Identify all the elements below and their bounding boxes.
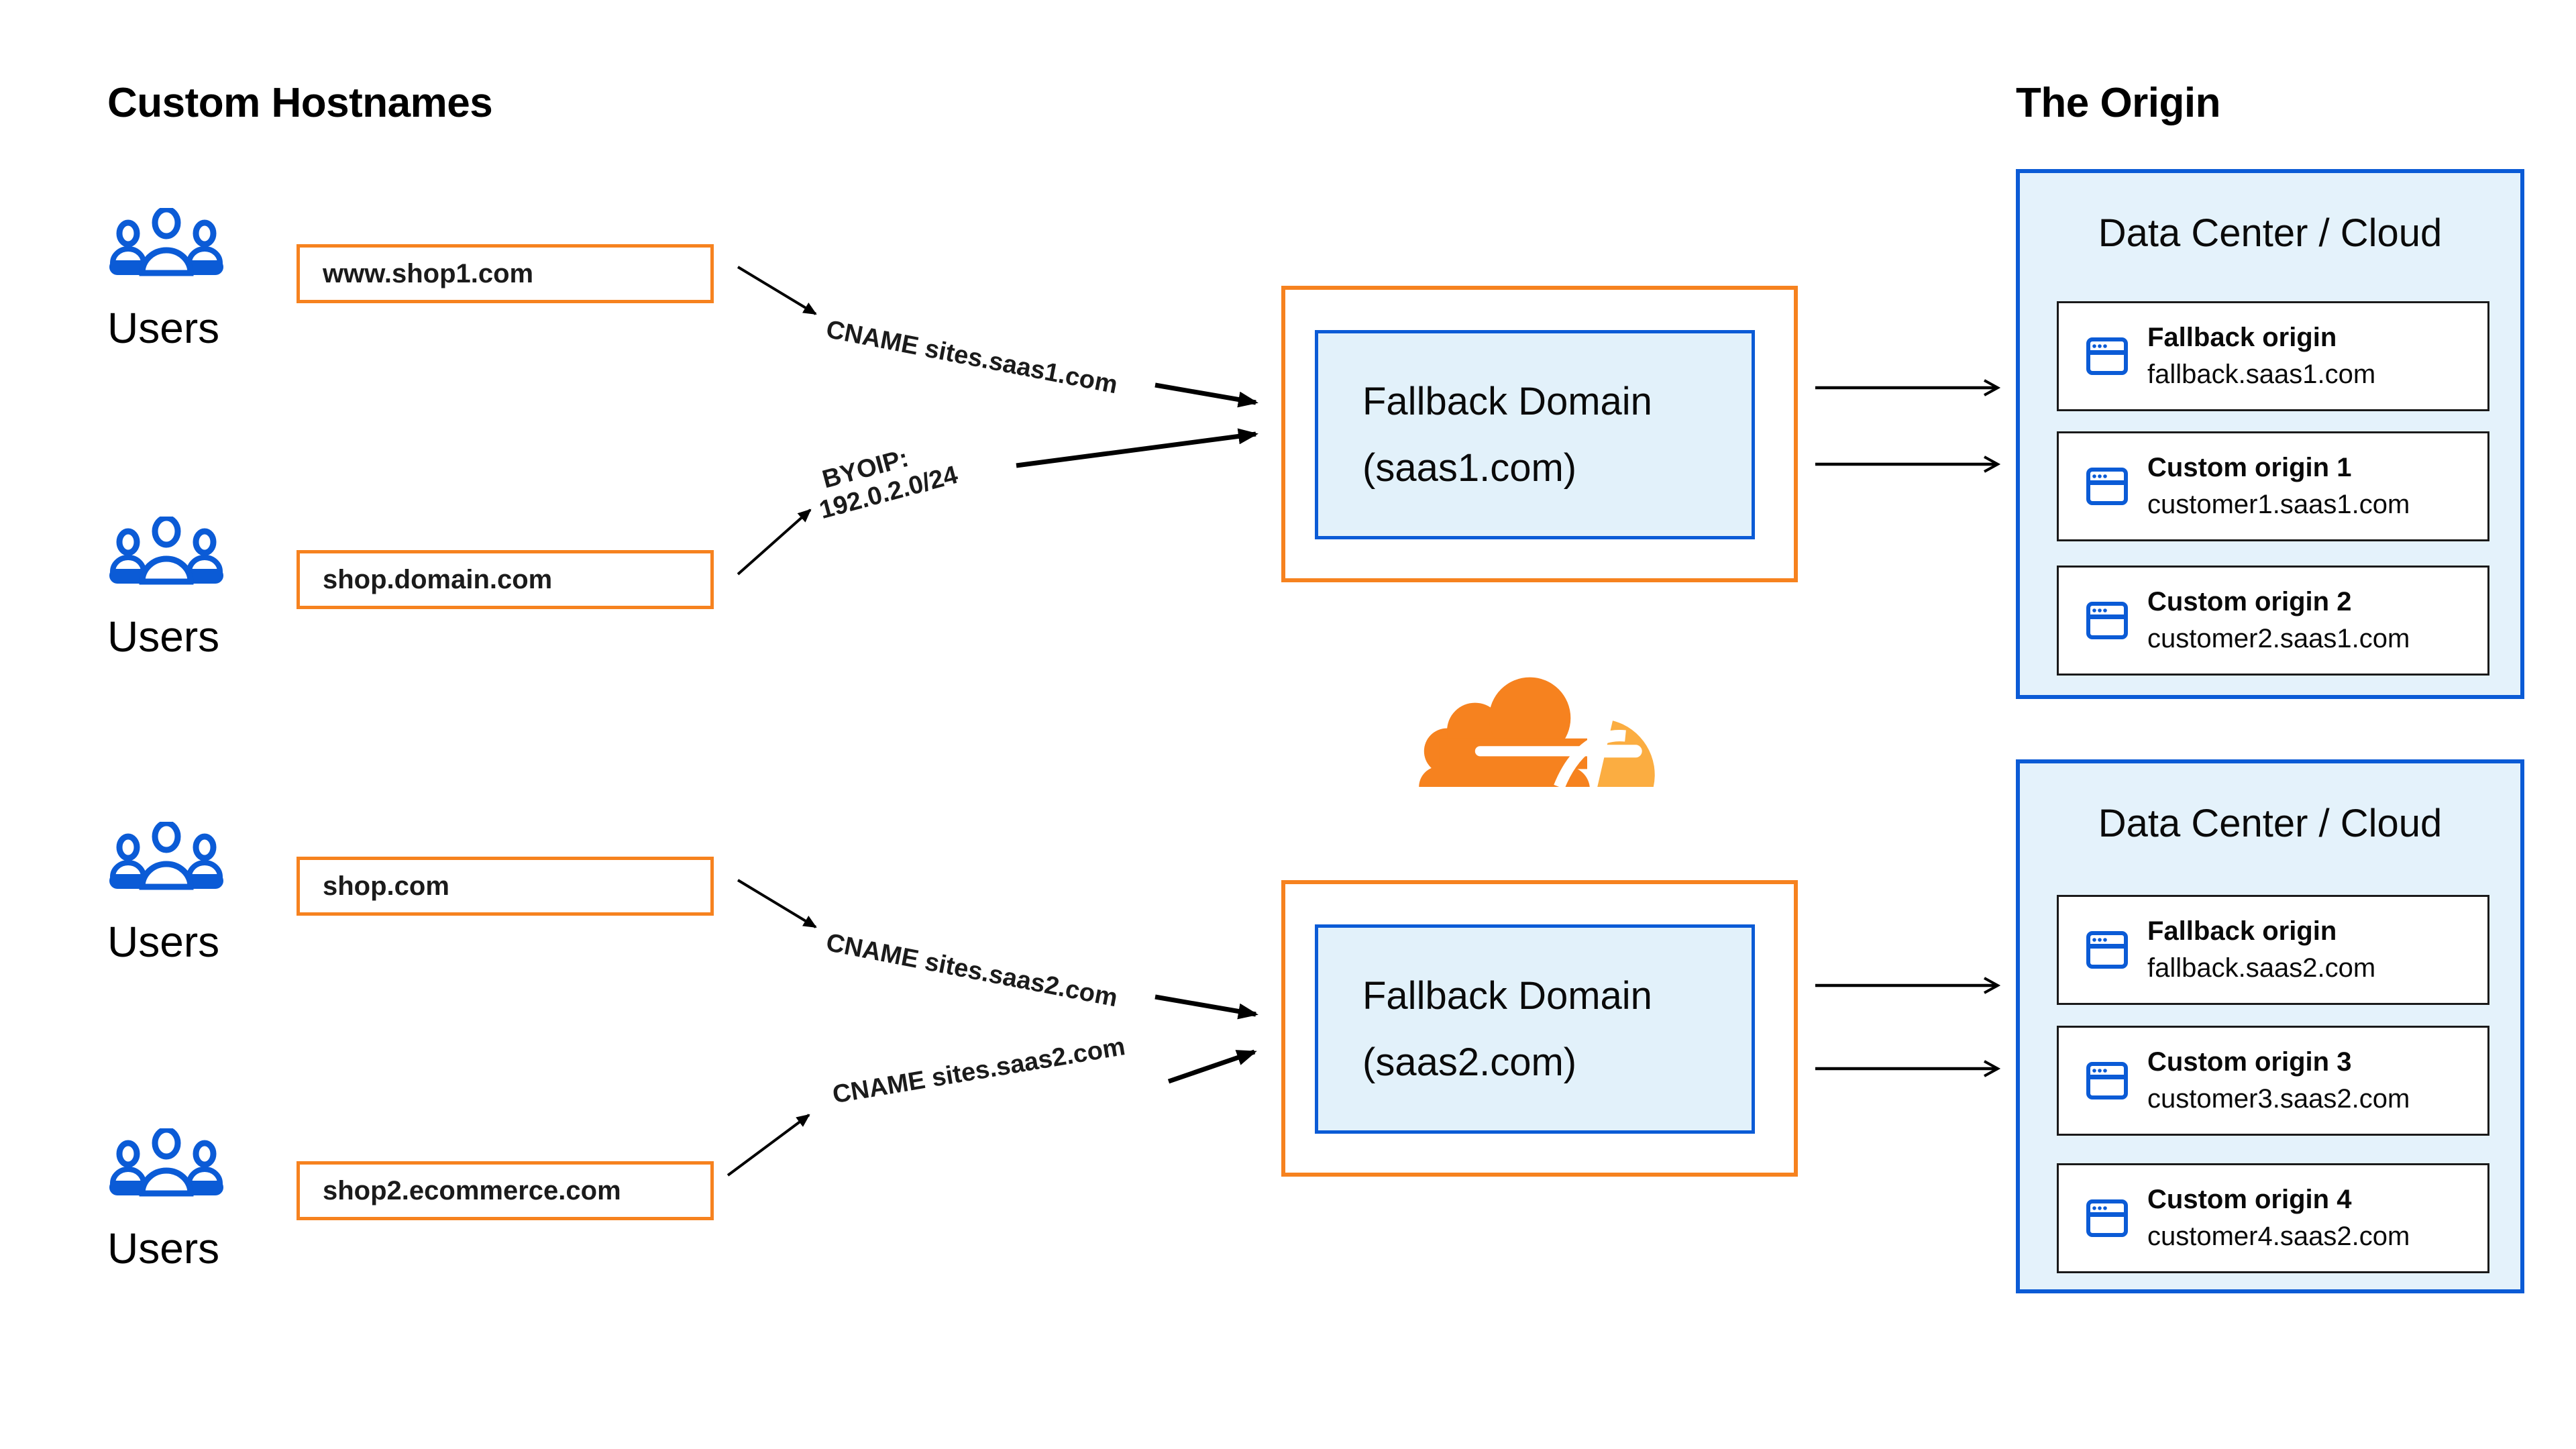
origin-card-text: Fallback origin fallback.saas2.com bbox=[2147, 916, 2375, 983]
the-origin-title: The Origin bbox=[2016, 80, 2221, 126]
arrow-cname1-to-fallback1 bbox=[1155, 382, 1258, 408]
data-center-title: Data Center / Cloud bbox=[2098, 211, 2443, 255]
browser-window-icon bbox=[2086, 1199, 2129, 1238]
hostname-text: www.shop1.com bbox=[323, 258, 534, 288]
custom-hostnames-title: Custom Hostnames bbox=[107, 80, 493, 126]
origin-card-text: Custom origin 2 customer2.saas1.com bbox=[2147, 587, 2410, 654]
origin-name: Fallback origin bbox=[2147, 323, 2337, 352]
origin-name: Fallback origin bbox=[2147, 916, 2337, 946]
browser-window-icon bbox=[2086, 337, 2129, 376]
origin-card-custom4: Custom origin 4 customer4.saas2.com bbox=[2057, 1163, 2489, 1273]
origin-card-text: Custom origin 1 customer1.saas1.com bbox=[2147, 453, 2410, 520]
hostname-box-shop: shop.com bbox=[297, 857, 714, 916]
fallback-domain-box-saas2: Fallback Domain (saas2.com) bbox=[1281, 880, 1798, 1177]
arrow-byoip-to-fallback1 bbox=[1016, 428, 1258, 468]
origin-host: customer2.saas1.com bbox=[2147, 624, 2410, 653]
users-label: Users bbox=[107, 1224, 220, 1273]
hostname-text: shop2.ecommerce.com bbox=[323, 1175, 621, 1205]
arrow-shopdomain-to-byoip bbox=[737, 508, 812, 576]
origin-card-fallback-saas1: Fallback origin fallback.saas1.com bbox=[2057, 301, 2489, 411]
fallback-domain-inner: Fallback Domain (saas1.com) bbox=[1315, 330, 1755, 539]
hostname-box-www-shop1: www.shop1.com bbox=[297, 244, 714, 303]
fallback-domain-box-saas1: Fallback Domain (saas1.com) bbox=[1281, 286, 1798, 582]
origin-host: customer1.saas1.com bbox=[2147, 490, 2410, 519]
origin-host: fallback.saas2.com bbox=[2147, 953, 2376, 983]
origin-card-custom3: Custom origin 3 customer3.saas2.com bbox=[2057, 1026, 2489, 1136]
fallback-domain-inner: Fallback Domain (saas2.com) bbox=[1315, 924, 1755, 1134]
origin-name: Custom origin 3 bbox=[2147, 1047, 2352, 1077]
origin-card-text: Fallback origin fallback.saas1.com bbox=[2147, 323, 2375, 390]
fallback-domain-line1: Fallback Domain bbox=[1362, 380, 1652, 423]
browser-window-icon bbox=[2086, 467, 2129, 506]
origin-card-custom1: Custom origin 1 customer1.saas1.com bbox=[2057, 431, 2489, 541]
data-center-box-1: Data Center / Cloud Fallback origin fall… bbox=[2016, 169, 2524, 699]
users-label: Users bbox=[107, 918, 220, 966]
fallback-domain-line2: (saas1.com) bbox=[1362, 446, 1577, 490]
cloudflare-logo bbox=[1419, 677, 1655, 790]
fallback-domain-line2: (saas2.com) bbox=[1362, 1040, 1577, 1084]
fallback-domain-line1: Fallback Domain bbox=[1362, 974, 1652, 1018]
browser-window-icon bbox=[2086, 601, 2129, 640]
browser-window-icon bbox=[2086, 930, 2129, 969]
origin-card-custom2: Custom origin 2 customer2.saas1.com bbox=[2057, 566, 2489, 676]
arrow-cname3-to-fallback2 bbox=[1167, 1049, 1257, 1084]
origin-card-fallback-saas2: Fallback origin fallback.saas2.com bbox=[2057, 895, 2489, 1005]
hostname-text: shop.domain.com bbox=[323, 564, 553, 594]
origin-name: Custom origin 4 bbox=[2147, 1185, 2352, 1214]
arrow-cname2-to-fallback2 bbox=[1155, 994, 1258, 1020]
arrow-shop-to-cname2 bbox=[737, 879, 817, 928]
hostname-box-shop-domain: shop.domain.com bbox=[297, 550, 714, 609]
data-center-box-2: Data Center / Cloud Fallback origin fall… bbox=[2016, 759, 2524, 1293]
origin-name: Custom origin 2 bbox=[2147, 587, 2352, 616]
origin-card-text: Custom origin 3 customer3.saas2.com bbox=[2147, 1047, 2410, 1114]
arrow-shop2-to-cname3 bbox=[727, 1114, 810, 1177]
origin-name: Custom origin 1 bbox=[2147, 453, 2352, 482]
users-label: Users bbox=[107, 304, 220, 352]
arrow-shop1-to-cname1 bbox=[737, 266, 817, 315]
hostname-box-shop2-ecommerce: shop2.ecommerce.com bbox=[297, 1161, 714, 1220]
origin-host: customer4.saas2.com bbox=[2147, 1222, 2410, 1251]
hostname-text: shop.com bbox=[323, 871, 449, 901]
browser-window-icon bbox=[2086, 1061, 2129, 1100]
data-center-title: Data Center / Cloud bbox=[2098, 802, 2443, 845]
users-label: Users bbox=[107, 612, 220, 661]
origin-host: fallback.saas1.com bbox=[2147, 360, 2376, 389]
origin-card-text: Custom origin 4 customer4.saas2.com bbox=[2147, 1185, 2410, 1252]
origin-host: customer3.saas2.com bbox=[2147, 1084, 2410, 1114]
